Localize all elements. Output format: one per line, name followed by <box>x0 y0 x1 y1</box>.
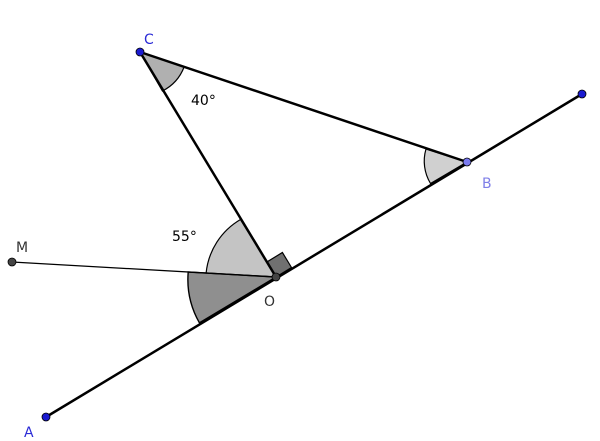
point-m[interactable] <box>7 257 17 267</box>
label-b: B <box>482 176 492 192</box>
label-a: A <box>24 425 34 441</box>
label-m: M <box>16 240 28 256</box>
angle-c-sector <box>138 50 185 92</box>
line-ab <box>45 92 583 419</box>
label-o: O <box>264 294 275 310</box>
point-a[interactable] <box>41 412 51 422</box>
segment-co <box>138 51 278 278</box>
segment-mo <box>11 261 277 278</box>
angle-label-55: 55° <box>172 229 197 245</box>
angle-55-sector <box>205 218 278 278</box>
point-end[interactable] <box>577 89 587 99</box>
angle-mo-a-sector <box>187 271 279 324</box>
point-o[interactable] <box>271 272 281 282</box>
label-c: C <box>144 32 154 48</box>
segment-cb <box>139 50 468 164</box>
point-b[interactable] <box>462 157 472 167</box>
point-c[interactable] <box>135 47 145 57</box>
angle-label-40: 40° <box>191 93 216 109</box>
